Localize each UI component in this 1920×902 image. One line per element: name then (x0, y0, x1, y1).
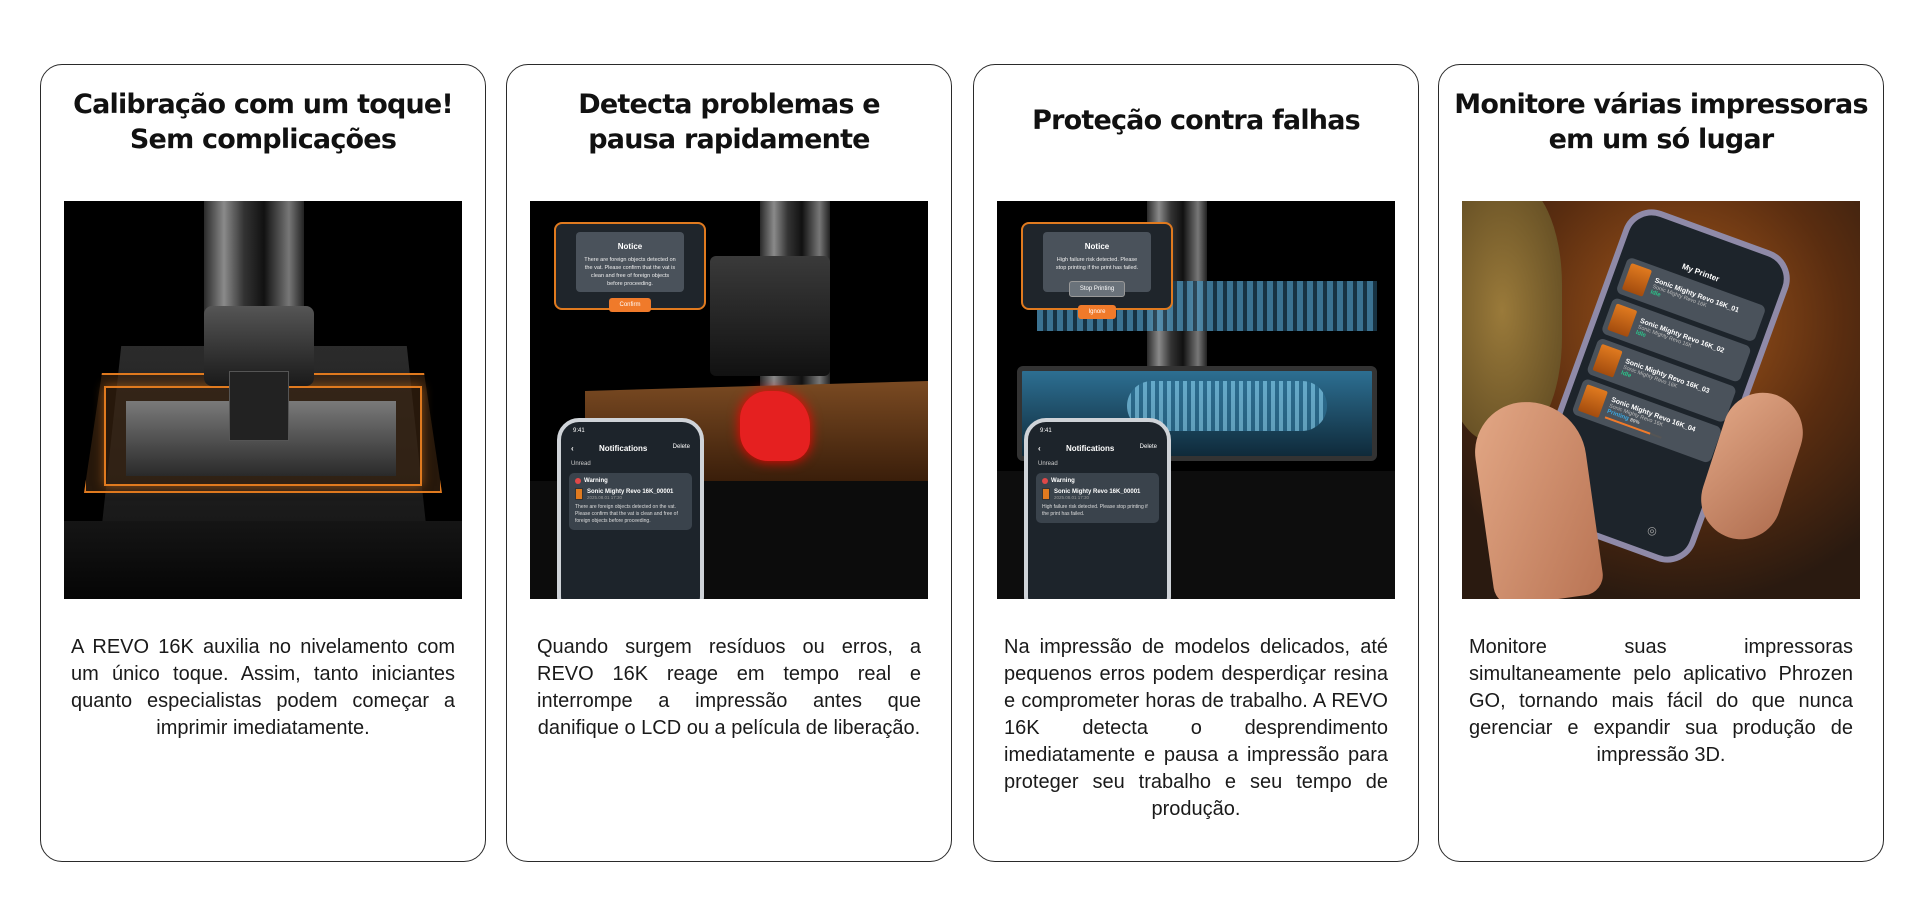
foreign-object-detection-image: Notice There are foreign objects detecte… (530, 201, 928, 599)
feature-card-multi-printer: Monitore várias impressoras em um só lug… (1438, 64, 1884, 862)
feature-card-failure-protection: Proteção contra falhas Notice High failu… (973, 64, 1419, 862)
failure-protection-image: Notice High failure risk detected. Pleas… (997, 201, 1395, 599)
status-time: 9:41 (573, 428, 585, 434)
notice-dialog: Notice High failure risk detected. Pleas… (1043, 232, 1151, 319)
title-line: em um só lugar (1548, 124, 1775, 155)
screen-title: Notifications (598, 444, 648, 453)
printer-icon (1607, 303, 1638, 338)
timestamp: 2025.08.01 17:30 (1054, 494, 1090, 500)
device-name: Sonic Mighty Revo 16K_00001 (587, 488, 674, 495)
printer-screen: Notice High failure risk detected. Pleas… (1021, 222, 1173, 319)
warning-icon (1042, 478, 1048, 484)
back-icon[interactable]: ‹ (1038, 444, 1041, 453)
printer-icon (1592, 343, 1623, 378)
title-line: Detecta problemas e (578, 89, 880, 120)
confirm-button[interactable]: Confirm (609, 298, 651, 312)
card-title: Monitore várias impressoras em um só lug… (1449, 87, 1873, 157)
printer-icon (1621, 262, 1653, 297)
notice-message: High failure risk detected. Please stop … (1055, 257, 1139, 271)
phone-notifications: 9:41 ‹ Notifications Delete Unread Warning… (1024, 418, 1171, 599)
section-label: Unread (1038, 461, 1058, 467)
printer-icon (1577, 384, 1608, 419)
status-time: 9:41 (1040, 428, 1052, 434)
printer-icon (1042, 488, 1050, 500)
card-title: Detecta problemas e pausa rapidamente (517, 87, 941, 157)
card-description: Na impressão de modelos delicados, até p… (1004, 636, 1388, 820)
back-icon[interactable]: ‹ (571, 444, 574, 453)
delete-button[interactable]: Delete (672, 444, 690, 450)
phone-notifications: 9:41 ‹ Notifications Delete Unread Warning… (557, 418, 704, 599)
warning-icon (575, 478, 581, 484)
feature-card-detection: Detecta problemas e pausa rapidamente No… (506, 64, 952, 862)
title-line: Calibração com um toque! (73, 89, 454, 120)
printer-calibration-image (64, 201, 462, 599)
profile-tab-icon[interactable]: ◎ (1645, 523, 1659, 539)
notice-title: Notice (617, 242, 643, 251)
stop-printing-button[interactable]: Stop Printing (1068, 281, 1126, 297)
card-description: Quando surgem resíduos ou erros, a REVO … (537, 636, 921, 739)
timestamp: 2025.08.01 17:30 (587, 494, 623, 500)
device-name: Sonic Mighty Revo 16K_00001 (1054, 488, 1141, 495)
card-title: Proteção contra falhas (984, 103, 1408, 138)
warning-label: Warning (1051, 478, 1075, 484)
title-line: pausa rapidamente (588, 124, 870, 155)
notification-message: There are foreign objects detected on th… (575, 504, 678, 524)
delete-button[interactable]: Delete (1139, 444, 1157, 450)
notice-title: Notice (1084, 242, 1110, 251)
title-line: Sem complicações (129, 124, 397, 155)
notification-message: High failure risk detected. Please stop … (1042, 504, 1148, 517)
section-label: Unread (571, 461, 591, 467)
feature-card-calibration: Calibração com um toque! Sem complicaçõe… (40, 64, 486, 862)
warning-label: Warning (584, 478, 608, 484)
printer-icon (575, 488, 583, 500)
card-description: A REVO 16K auxilia no nivelamento com um… (71, 636, 455, 739)
title-line: Proteção contra falhas (1032, 105, 1361, 136)
ignore-button[interactable]: Ignore (1078, 305, 1116, 319)
card-description: Monitore suas impressoras simultaneament… (1469, 636, 1853, 766)
card-title: Calibração com um toque! Sem complicaçõe… (51, 87, 475, 157)
screen-title: Notifications (1065, 444, 1115, 453)
title-line: Monitore várias impressoras (1454, 89, 1868, 120)
printer-screen: Notice There are foreign objects detecte… (554, 222, 706, 312)
notice-message: There are foreign objects detected on th… (584, 257, 676, 287)
notice-dialog: Notice There are foreign objects detecte… (576, 232, 684, 312)
